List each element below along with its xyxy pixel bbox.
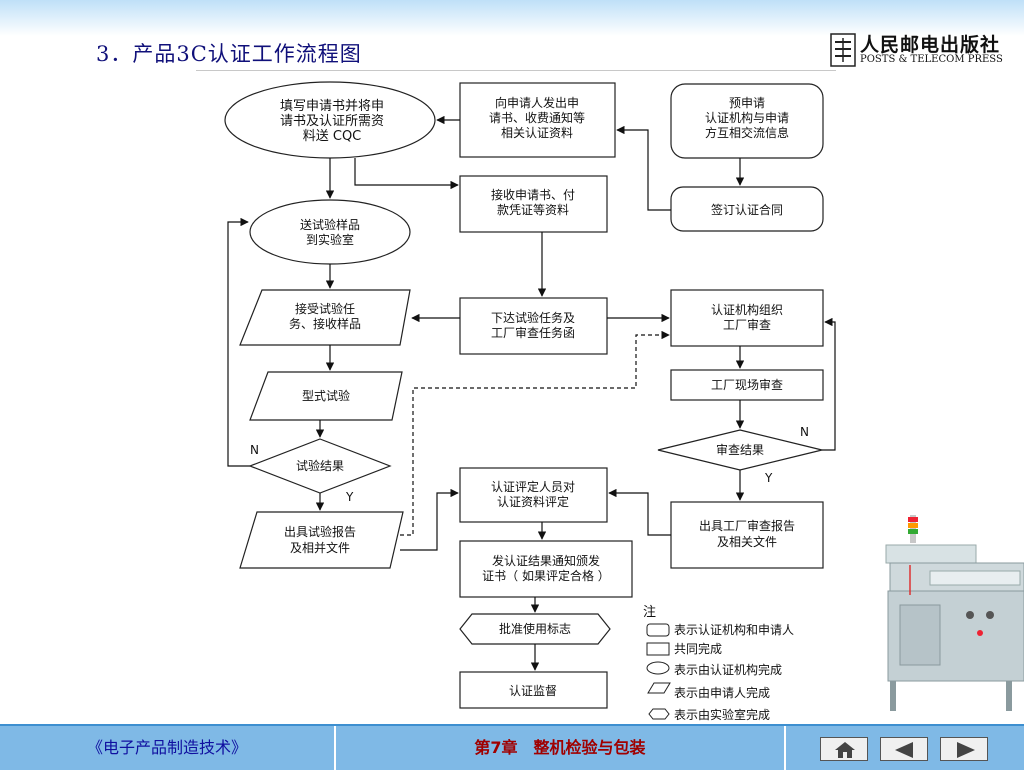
test-report-node [239,511,404,569]
publisher-name-cn: 人民邮电出版社 [860,34,1001,56]
organize-audit-node [670,289,824,347]
onsite-audit-node [670,369,824,401]
test-result-label: 试验结果 [296,458,344,473]
legend-item: 共同完成 [674,641,722,656]
receive-application-node [459,175,608,233]
type-test-node [249,371,403,421]
legend: 注 表示认证机构和申请人 共同完成 表示由认证机构完成 表示由申请人完成 表示由… [643,605,794,722]
dashed-connector [400,330,670,536]
header-background [0,0,1024,36]
pre-application-node [670,83,824,159]
footer-divider [334,726,336,770]
home-icon [835,742,855,758]
supervision-label: 认证监督 [509,683,557,698]
evaluation-label: 认证评定人员对认证资料评定 [491,479,575,509]
supervision-node [459,671,608,709]
previous-button[interactable] [880,737,928,761]
sign-contract-label: 签订认证合同 [711,202,783,217]
type-test-label: 型式试验 [302,388,350,403]
home-button[interactable] [820,737,868,761]
issue-tasks-label: 下达试验任务及工厂审查任务函 [491,310,575,340]
accept-test-label: 接受试验任务、接收样品 [289,301,361,331]
legend-title: 注 [643,605,656,620]
audit-report-label: 出具工厂审查报告及相关文件 [699,518,795,549]
approve-mark-label: 批准使用标志 [499,621,571,636]
branch-n-left: N [250,443,259,457]
legend-item: 表示认证机构和申请人 [674,622,794,637]
legend-item: 表示由申请人完成 [674,685,770,700]
send-samples-node [249,199,411,265]
pre-application-label: 预申请认证机构与申请方互相交流信息 [705,96,789,140]
certification-flowchart: 填写申请书并将申请书及认证所需资料送 CQC 向申请人发出申请书、收费通知等相关… [224,81,836,722]
publisher-emblem-icon [830,33,856,67]
connector [354,158,459,190]
test-equipment-image [880,505,1024,720]
test-report-label: 出具试验报告及相并文件 [284,524,356,555]
legend-rect-icon [646,642,670,656]
legend-parallelogram-icon [647,682,671,694]
organize-audit-label: 认证机构组织工厂审查 [711,302,783,332]
next-button[interactable] [940,737,988,761]
legend-ellipse-icon [646,661,670,675]
connector [608,488,671,536]
audit-report-node [670,501,824,569]
evaluation-node [459,467,608,523]
fill-application-label: 填写申请书并将申请书及认证所需资料送 CQC [280,99,384,144]
connector [227,217,250,467]
connector [822,317,836,451]
branch-y-left: Y [345,490,354,504]
legend-item: 表示由认证机构完成 [674,662,782,677]
accept-test-node [239,289,411,346]
branch-n-right: N [800,425,809,439]
legend-rounded-rect-icon [646,623,670,637]
connector [400,488,459,551]
notify-certificate-label: 发认证结果通知颁发证书（ 如果评定合格 ） [482,553,610,583]
sign-contract-node [670,186,824,232]
title-divider [196,70,836,71]
footer-divider [784,726,786,770]
footer-chapter-title: 第7章 整机检验与包装 [474,738,646,757]
issue-tasks-node [459,297,608,355]
publisher-logo: 人民邮电出版社 POSTS & TELECOM PRESS [830,28,1010,72]
footer-book-title: 《电子产品制造技术》 [86,738,247,757]
audit-result-label: 审查结果 [716,442,764,457]
arrow-left-icon [895,742,913,758]
send-samples-label: 送试验样品到实验室 [300,217,360,247]
footer-bar: 《电子产品制造技术》 第7章 整机检验与包装 [0,724,1024,770]
approve-mark-node [459,613,611,645]
legend-hexagon-icon [648,708,670,720]
publisher-name-en: POSTS & TELECOM PRESS [860,54,1003,65]
receive-application-label: 接收申请书、付款凭证等资料 [491,187,575,217]
page-title: 3．产品3C认证工作流程图 [96,42,362,66]
branch-y-right: Y [764,471,773,485]
onsite-audit-label: 工厂现场审查 [711,377,783,392]
notify-certificate-node [459,540,633,598]
issue-docs-label: 向申请人发出申请书、收费通知等相关认证资料 [489,95,585,140]
connector [616,125,671,211]
arrow-right-icon [957,742,975,758]
legend-item: 表示由实验室完成 [674,707,770,722]
